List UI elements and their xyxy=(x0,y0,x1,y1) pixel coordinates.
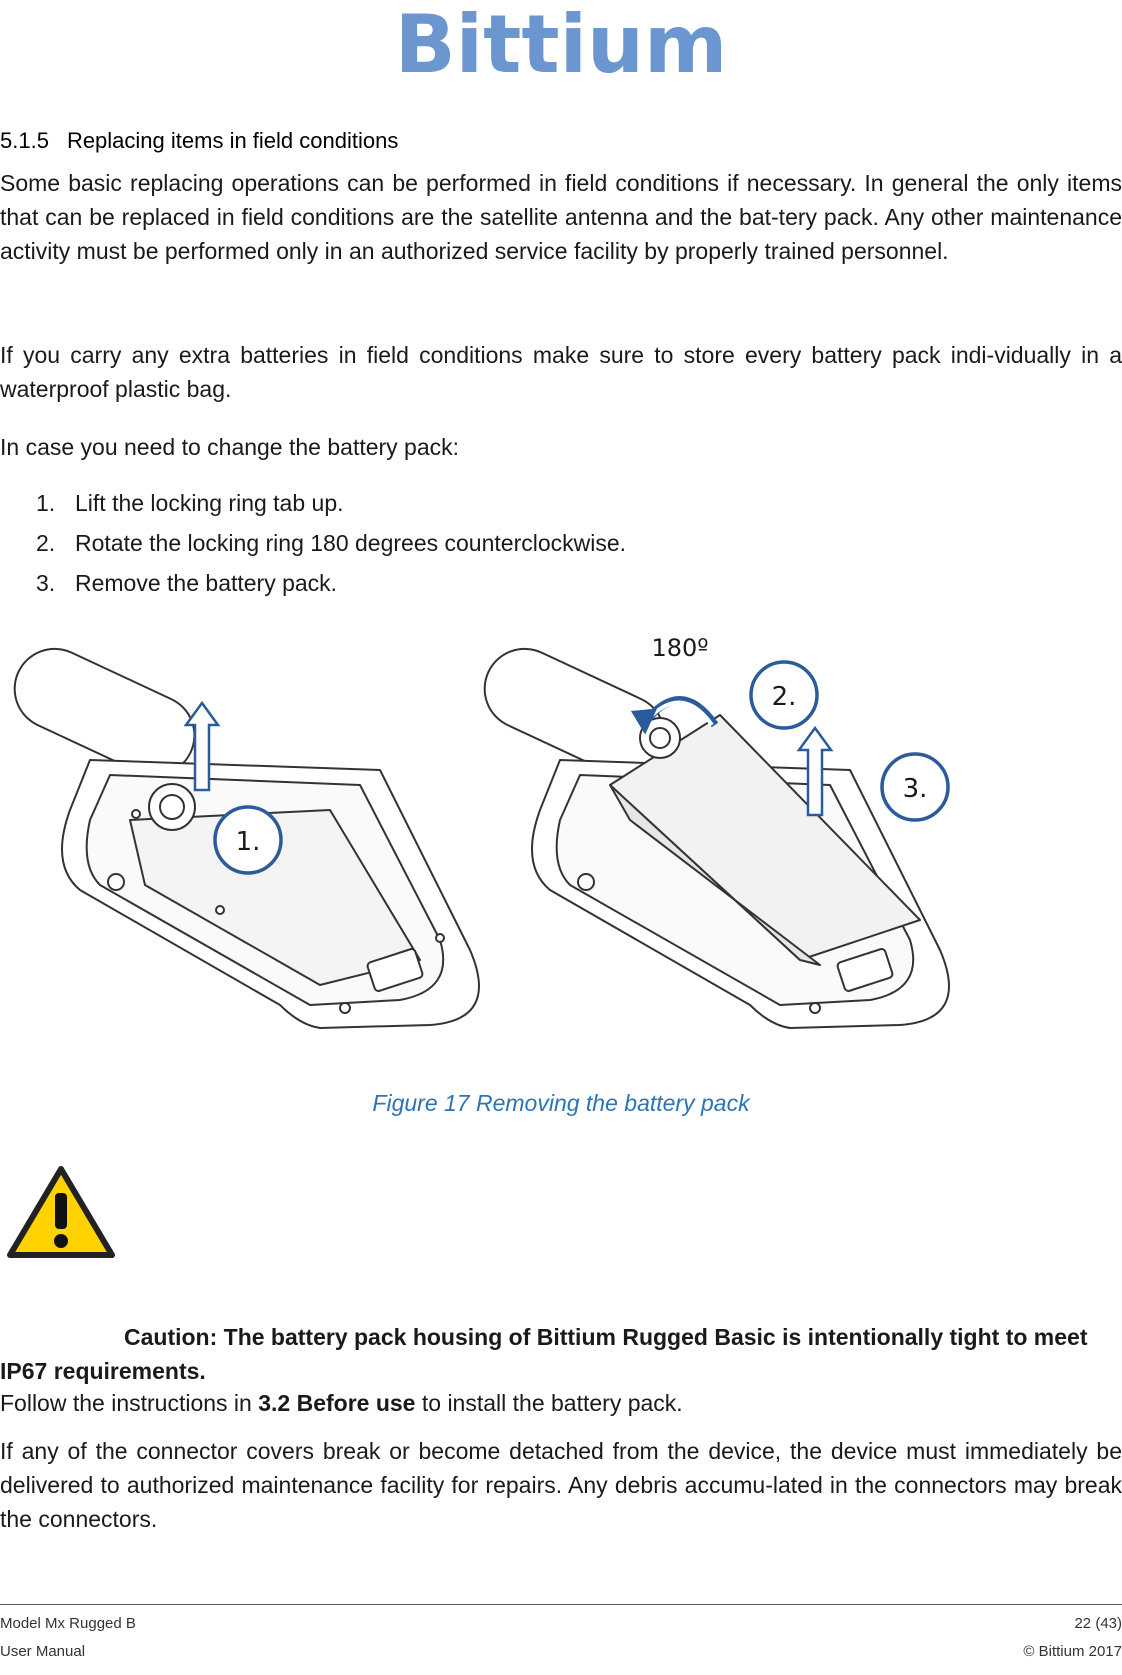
step-item-3: 3. Remove the battery pack. xyxy=(36,566,337,600)
follow-text-after: to install the battery pack. xyxy=(415,1390,683,1416)
paragraph-intro: Some basic replacing operations can be p… xyxy=(0,170,1122,264)
callout-label-2: 2. xyxy=(772,682,797,712)
device-left-illustration xyxy=(13,647,480,1029)
caution-statement: Caution: The battery pack housing of Bit… xyxy=(0,1324,1088,1384)
step-number: 3. xyxy=(36,570,56,596)
section-title: Replacing items in field conditions xyxy=(66,128,399,153)
paragraph-connector-covers: If any of the connector covers break or … xyxy=(0,1438,1122,1532)
paragraph-change-battery: In case you need to change the battery p… xyxy=(0,434,460,460)
warning-icon xyxy=(6,1165,116,1265)
step-text: Rotate the locking ring 180 degrees coun… xyxy=(75,530,627,556)
paragraph-extra-batteries: If you carry any extra batteries in fiel… xyxy=(0,342,1122,402)
arrow-up-icon xyxy=(183,700,221,792)
step-item-2: 2. Rotate the locking ring 180 degrees co… xyxy=(36,526,626,560)
step-number: 2. xyxy=(36,530,56,556)
arrow-up-icon xyxy=(796,725,834,817)
footer-doc-type: User Manual xyxy=(0,1643,86,1660)
figure-illustration: 1. 2. 3. 180º xyxy=(13,634,950,1029)
footer-copyright: © Bittium 2017 xyxy=(1023,1643,1122,1660)
callout-label-3: 3. xyxy=(903,774,928,804)
footer-model: Model Mx Rugged B xyxy=(0,1615,136,1632)
step-item-1: 1. Lift the locking ring tab up. xyxy=(36,486,344,520)
paragraph-follow-instructions: Follow the instructions in 3.2 Before us… xyxy=(0,1386,1122,1420)
footer-divider xyxy=(0,1604,1122,1605)
rotation-label: 180º xyxy=(651,634,708,662)
step-text: Lift the locking ring tab up. xyxy=(75,490,344,516)
step-number: 1. xyxy=(36,490,56,516)
bittium-logo: Bittium xyxy=(0,0,1122,91)
callout-circle-1 xyxy=(213,805,283,875)
callout-circle-2 xyxy=(749,660,819,730)
section-number: 5.1.5 xyxy=(0,128,49,153)
callout-circle-3 xyxy=(880,752,950,822)
device-right-illustration xyxy=(483,647,950,1029)
callout-label-1: 1. xyxy=(236,827,261,857)
footer-page-number: 22 (43) xyxy=(1074,1615,1122,1632)
follow-text-before: Follow the instructions in xyxy=(0,1390,259,1416)
figure-caption: Figure 17 Removing the battery pack xyxy=(372,1090,750,1116)
section-heading: 5.1.5 Replacing items in field conditions xyxy=(0,128,398,154)
step-text: Remove the battery pack. xyxy=(75,570,338,596)
logo-text: Bittium xyxy=(401,4,721,80)
caution-text: Caution: The battery pack housing of Bit… xyxy=(0,1320,1122,1388)
battery-removal-figure: 1. 2. 3. 180º xyxy=(0,620,1122,1120)
logo-graphic: Bittium xyxy=(395,0,728,91)
before-use-reference[interactable]: 3.2 Before use xyxy=(258,1390,416,1416)
